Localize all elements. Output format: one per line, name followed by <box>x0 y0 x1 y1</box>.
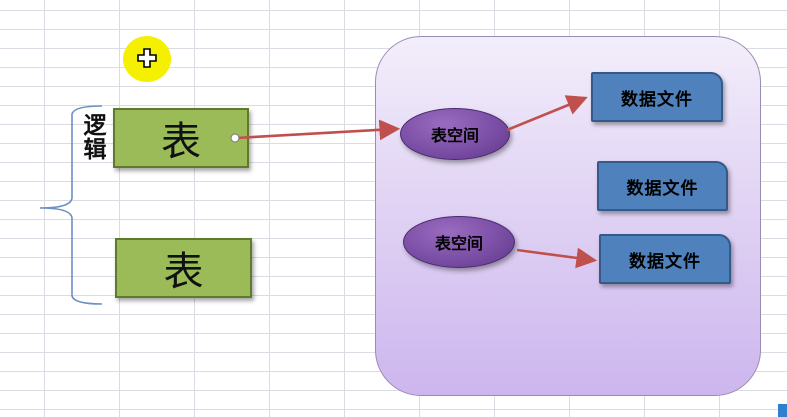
data-file-2: 数据文件 <box>597 161 728 211</box>
tablespace-2: 表空间 <box>403 216 515 268</box>
data-file-3: 数据文件 <box>599 234 731 284</box>
table-box-2: 表 <box>115 238 252 298</box>
table-box-1: 表 <box>113 108 249 168</box>
logic-label: 逻辑 <box>79 113 105 161</box>
arrow-table-to-tablespace <box>235 119 401 141</box>
tablespace-1: 表空间 <box>400 108 510 160</box>
move-cursor-icon <box>137 48 157 68</box>
logic-brace <box>39 105 103 305</box>
corner-marker <box>778 404 787 417</box>
data-file-1: 数据文件 <box>591 72 723 122</box>
